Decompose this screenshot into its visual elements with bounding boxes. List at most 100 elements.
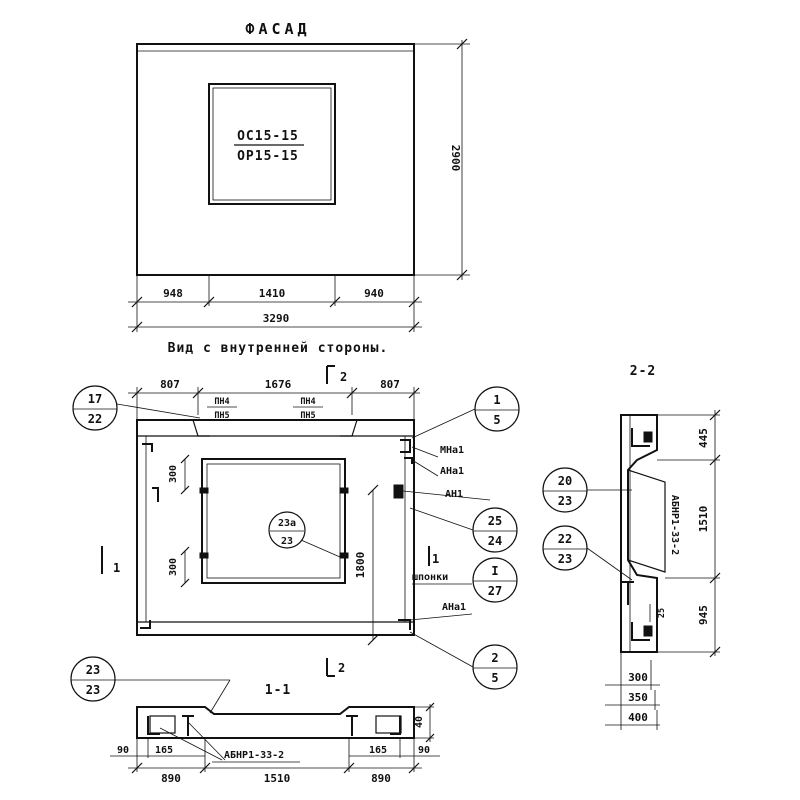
callout-25-24-bottom: 24: [488, 534, 502, 548]
tick: [367, 484, 379, 496]
section-2-2-embed-top: [631, 428, 650, 447]
callout-17-22-leader: [116, 403, 201, 419]
callout-1-5-leader: [411, 408, 476, 439]
embed-left-mid: [152, 487, 159, 502]
section-2-2-anchor-bottom: [643, 625, 653, 637]
anchor-left-top: [199, 487, 209, 494]
section-2-2-ibeam: [622, 581, 634, 605]
callout-20-23-top: 20: [558, 474, 572, 488]
label-mna1-leader: [411, 446, 439, 458]
section-1-1-embed-right: [390, 716, 401, 735]
callout-i-27-bottom: 27: [488, 584, 502, 598]
tick: [203, 296, 215, 308]
facade-height-tick-top: [456, 38, 468, 50]
section-2-label-top: 2: [340, 370, 347, 384]
callout-23-23-leader: [209, 679, 231, 714]
tick: [408, 387, 420, 399]
dim-300-top: 300: [168, 465, 179, 483]
tick: [199, 762, 211, 774]
section-1-1-ibeam-left: [182, 715, 194, 736]
callout-23a-circle: [268, 511, 306, 549]
dim-300-bottom: 300: [168, 558, 179, 576]
tick: [180, 485, 190, 495]
inner-view-title: Вид с внутренней стороны.: [168, 341, 389, 356]
dim-25: 25: [657, 608, 667, 618]
inner-dim-mid: 1676: [265, 378, 292, 391]
callout-25-24-leader: [409, 507, 474, 531]
tick: [709, 646, 721, 658]
dim-40: 40: [414, 716, 425, 728]
tick: [346, 387, 358, 399]
facade-total-dim: 3290: [263, 312, 290, 325]
facade-dim-mid: 1410: [259, 287, 286, 300]
lintel-left-mark-2: ПН5: [214, 411, 229, 421]
section-2-2-title: 2-2: [630, 364, 656, 379]
section-2-2-outline: [620, 414, 658, 653]
dim-165-left: 165: [155, 745, 173, 756]
section-1-1-embed-left: [147, 716, 160, 735]
dim-90-left: 90: [117, 745, 129, 756]
section-1-1-ibeam-right: [346, 715, 358, 736]
dim-1510: 1510: [264, 772, 291, 785]
facade-dim-left: 948: [163, 287, 183, 300]
tick: [192, 387, 204, 399]
label-shponki: шпонки: [412, 572, 448, 583]
anchor-left-bottom: [199, 552, 209, 559]
label-ana1-top-leader: [411, 459, 439, 477]
dim-890-left: 890: [161, 772, 181, 785]
anchor-right-top: [339, 487, 349, 494]
label-ana1-top: АНа1: [440, 466, 464, 477]
dim-890-right: 890: [371, 772, 391, 785]
embed-top-right: [400, 439, 411, 453]
lintel-pocket-left: [192, 419, 210, 437]
tick: [408, 762, 420, 774]
label-mna1: МНа1: [440, 445, 464, 456]
inner-window-frame: [206, 463, 341, 579]
inner-panel-outline: [136, 419, 415, 636]
section-1-1-rib-right: [375, 715, 402, 734]
section-1-1: 1-1 АБНР1-33-2 40 90 165 165 90: [110, 683, 440, 785]
anchor-right-bottom: [339, 552, 349, 559]
facade-window-opening: [208, 83, 336, 205]
facade-height-tick-bottom: [456, 269, 468, 281]
facade-view: ФАСАД ОС15-15 ОР15-15 2900 948 1410 940 …: [128, 20, 470, 333]
tick: [180, 454, 190, 464]
callout-17-22-top: 17: [88, 392, 102, 406]
lintel-right-mark-2: ПН5: [300, 411, 315, 421]
callout-23-23-top: 23: [86, 663, 100, 677]
inner-dim-left: 807: [160, 378, 180, 391]
callout-17-22-bottom: 22: [88, 412, 102, 426]
dim-445: 445: [697, 428, 710, 448]
callout-2-5-bottom: 5: [491, 671, 498, 685]
tick: [131, 762, 143, 774]
callout-23a-leader: [300, 539, 341, 558]
inner-window-opening: [201, 458, 346, 584]
dim-1800: 1800: [354, 552, 367, 579]
tick: [425, 702, 435, 712]
section-2-2-embed-bottom: [631, 622, 650, 641]
section-2-2-anchor-top: [643, 431, 653, 443]
lintel-left-mark-1: ПН4: [214, 397, 229, 407]
tick: [709, 409, 721, 421]
tick: [180, 578, 190, 588]
tick: [425, 733, 435, 743]
embed-right-1: [404, 457, 413, 464]
tick: [709, 454, 721, 466]
dim-165-right: 165: [369, 745, 387, 756]
section-2-2-rebar-label: АБНР1-33-2: [669, 495, 680, 555]
tick: [131, 387, 143, 399]
embed-bottom-left: [140, 620, 151, 629]
callout-20-23-bottom: 23: [558, 494, 572, 508]
tick: [408, 321, 420, 333]
tick: [408, 296, 420, 308]
tick: [367, 634, 379, 646]
label-an1-leader: [402, 490, 491, 501]
tick: [180, 546, 190, 556]
tick: [131, 296, 143, 308]
facade-title: ФАСАД: [245, 20, 310, 38]
callout-i-27-circle: [472, 557, 518, 603]
tick: [343, 762, 355, 774]
tick: [329, 296, 341, 308]
callout-22-23-top: 22: [558, 532, 572, 546]
rebar-leader-1: [187, 721, 226, 761]
